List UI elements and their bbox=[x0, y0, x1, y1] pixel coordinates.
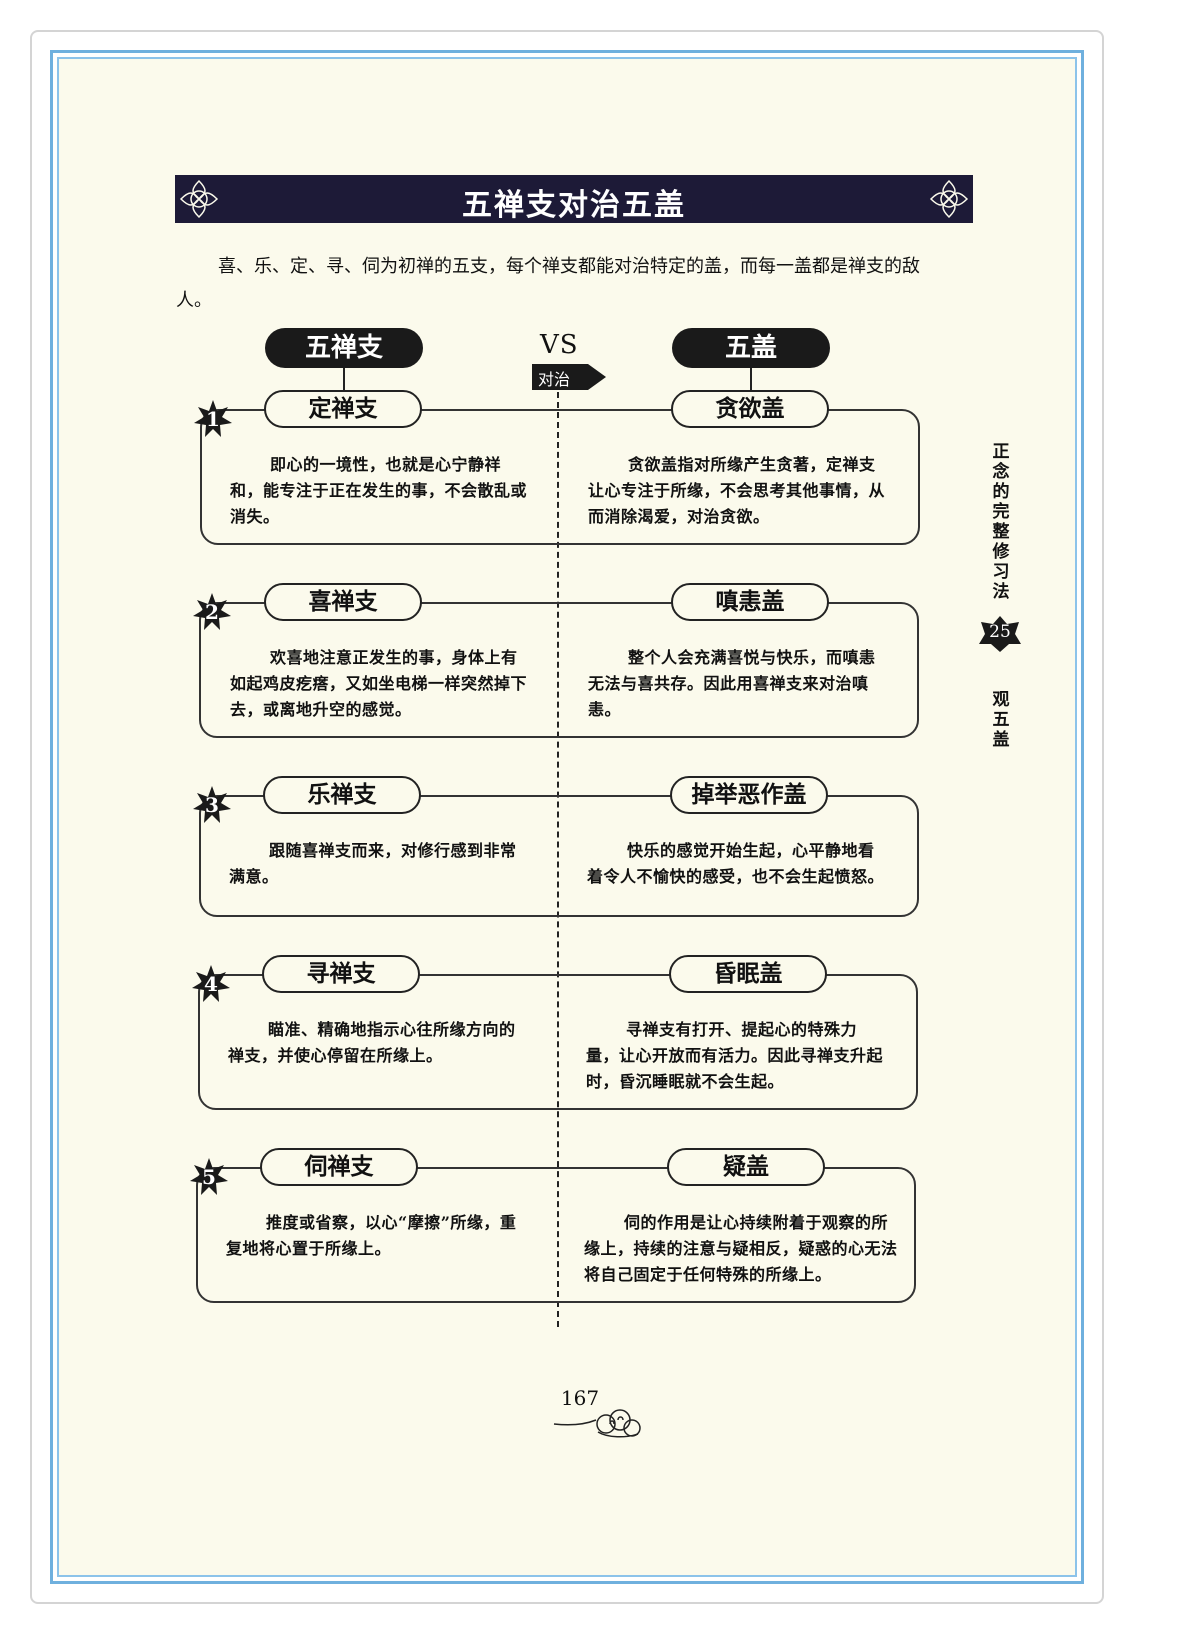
side-chapter-title: 正念的完整修习法 bbox=[992, 442, 1010, 602]
row-connector bbox=[416, 1167, 668, 1169]
row-number: 4 bbox=[204, 972, 218, 996]
jhana-factor-description: 瞄准、精确地指示心往所缘方向的禅支，并使心停留在所缘上。 bbox=[228, 1020, 516, 1065]
vs-label: VS bbox=[540, 330, 579, 360]
vs-arrow-label: 对治 bbox=[538, 370, 571, 389]
row-connector bbox=[418, 974, 670, 976]
hindrance-label: 贪欲盖 bbox=[671, 390, 829, 428]
star-badge-icon bbox=[190, 1158, 228, 1195]
left-header-connector bbox=[343, 368, 345, 392]
hindrance-description: 快乐的感觉开始生起，心平静地看着令人不愉快的感受，也不会生起愤怒。 bbox=[587, 841, 885, 886]
jhana-factor-label: 喜禅支 bbox=[264, 583, 422, 621]
jhana-factor-description: 欢喜地注意正发生的事，身体上有如起鸡皮疙瘩，又如坐电梯一样突然掉下去，或离地升空… bbox=[230, 648, 528, 719]
hindrance-description: 伺的作用是让心持续附着于观察的所缘上，持续的注意与疑相反，疑惑的心无法将自己固定… bbox=[584, 1213, 898, 1284]
row-connector bbox=[420, 602, 672, 604]
jhana-factor-label: 寻禅支 bbox=[262, 955, 420, 993]
lotus-ornament-icon bbox=[179, 179, 219, 219]
hindrance-description: 贪欲盖指对所缘产生贪著，定禅支让心专注于所缘，不会思考其他事情，从而消除渴爱，对… bbox=[588, 455, 886, 526]
side-section-title: 观五盖 bbox=[992, 690, 1010, 750]
right-header-connector bbox=[750, 368, 752, 392]
inner-frame bbox=[50, 50, 1084, 1584]
right-column-header: 五盖 bbox=[672, 328, 830, 368]
center-divider bbox=[557, 392, 559, 1327]
hindrance-label: 嗔恚盖 bbox=[671, 583, 829, 621]
jhana-factor-description: 跟随喜禅支而来，对修行感到非常满意。 bbox=[229, 841, 517, 886]
page-number: 167 bbox=[560, 1386, 600, 1410]
hindrance-description: 整个人会充满喜悦与快乐，而嗔恚无法与喜共存。因此用喜禅支来对治嗔恚。 bbox=[588, 648, 876, 719]
jhana-factor-label: 定禅支 bbox=[264, 390, 422, 428]
left-column-header: 五禅支 bbox=[265, 328, 423, 368]
row-number: 3 bbox=[205, 793, 219, 817]
hindrance-label: 昏眠盖 bbox=[669, 955, 827, 993]
hindrance-label: 疑盖 bbox=[667, 1148, 825, 1186]
chapter-badge-icon bbox=[979, 616, 1021, 652]
row-number: 1 bbox=[206, 407, 220, 431]
row-number: 2 bbox=[205, 600, 219, 624]
row-connector bbox=[420, 795, 672, 797]
jhana-factor-description: 即心的一境性，也就是心宁静祥和，能专注于正在发生的事，不会散乱或消失。 bbox=[230, 455, 528, 526]
hindrance-label: 掉举恶作盖 bbox=[670, 776, 828, 814]
star-badge-icon bbox=[192, 965, 230, 1002]
jhana-factor-description: 推度或省察，以心“摩擦”所缘，重复地将心置于所缘上。 bbox=[226, 1213, 517, 1258]
star-badge-icon bbox=[193, 786, 231, 823]
hindrance-description: 寻禅支有打开、提起心的特殊力量，让心开放而有活力。因此寻禅支升起时，昏沉睡眠就不… bbox=[586, 1020, 884, 1091]
intro-paragraph: 喜、乐、定、寻、伺为初禅的五支，每个禅支都能对治特定的盖，而每一盖都是禅支的敌人… bbox=[176, 256, 920, 311]
page-title: 五禅支对治五盖 bbox=[462, 188, 686, 223]
jhana-factor-label: 伺禅支 bbox=[260, 1148, 418, 1186]
jhana-factor-label: 乐禅支 bbox=[263, 776, 421, 814]
book-page bbox=[57, 57, 1077, 1577]
row-number: 5 bbox=[202, 1165, 216, 1189]
star-badge-icon bbox=[194, 400, 232, 437]
star-badge-icon bbox=[193, 593, 231, 630]
title-banner: 五禅支对治五盖 bbox=[175, 175, 973, 223]
arrow-right-icon bbox=[532, 364, 606, 390]
chapter-number: 25 bbox=[989, 622, 1011, 642]
cloud-ornament-icon bbox=[553, 1409, 641, 1438]
lotus-ornament-icon bbox=[929, 179, 969, 219]
row-connector bbox=[420, 409, 672, 411]
